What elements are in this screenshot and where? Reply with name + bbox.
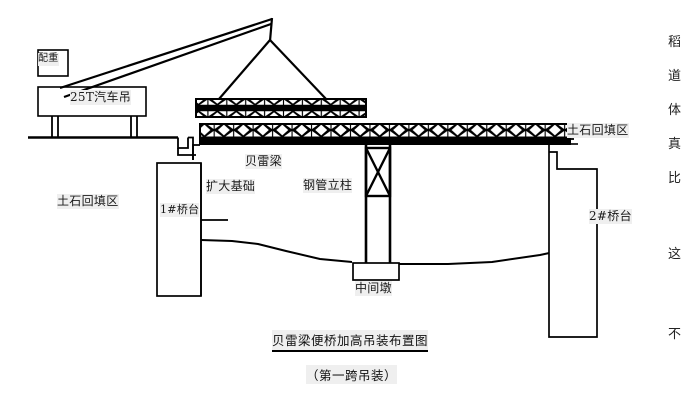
label-crane: 25T汽车吊 [70,90,132,105]
clipped-body-text-column: 稻 道 体 真 比 这 不 [662,0,684,400]
terrain-right-slope [399,251,555,265]
steel-pipe-column [352,144,400,281]
figure-caption-subtitle: （第一跨吊装） [306,365,398,384]
bailey-truss-lifted [195,98,367,118]
truck-crane [37,17,328,137]
label-steel-pipe-column: 钢管立柱 [303,178,353,193]
bailey-truss-installed [199,123,571,145]
column-brace-diagonal-2 [364,147,392,197]
label-backfill-left: 土石回填区 [57,194,119,209]
edge-char-5: 这 [668,247,682,262]
label-bailey-beam: 贝雷梁 [245,154,282,169]
abutment-1-body [156,162,202,297]
figure-caption-title: 贝雷梁便桥加高吊装布置图 [272,330,429,352]
terrain-left-slope [200,239,353,263]
label-abutment-1: 1#桥台 [160,203,200,217]
label-counterweight: 配重 [38,53,59,66]
label-middle-pier: 中间墩 [355,281,392,296]
edge-char-0: 稻 [668,35,682,50]
edge-char-3: 真 [668,137,682,152]
label-backfill-right: 土石回填区 [567,123,629,138]
terrain-profile [200,239,555,265]
abutment-1 [156,144,228,297]
crane-boom-lower [63,22,272,99]
sling-right [269,39,328,101]
ground-left [28,136,196,160]
column-brace-panel [364,146,392,198]
crane-boom-upper [59,17,273,90]
edge-char-4: 比 [668,171,682,186]
abutment-2 [548,138,598,338]
label-spread-foundation: 扩大基础 [206,179,256,194]
edge-char-2: 体 [668,103,682,118]
edge-char-6: 不 [668,327,682,342]
middle-pier-footing [352,262,400,281]
edge-char-1: 道 [668,69,682,84]
label-abutment-2: 2#桥台 [589,209,632,224]
sling-left [218,39,271,100]
abutment-2-body [548,144,598,338]
